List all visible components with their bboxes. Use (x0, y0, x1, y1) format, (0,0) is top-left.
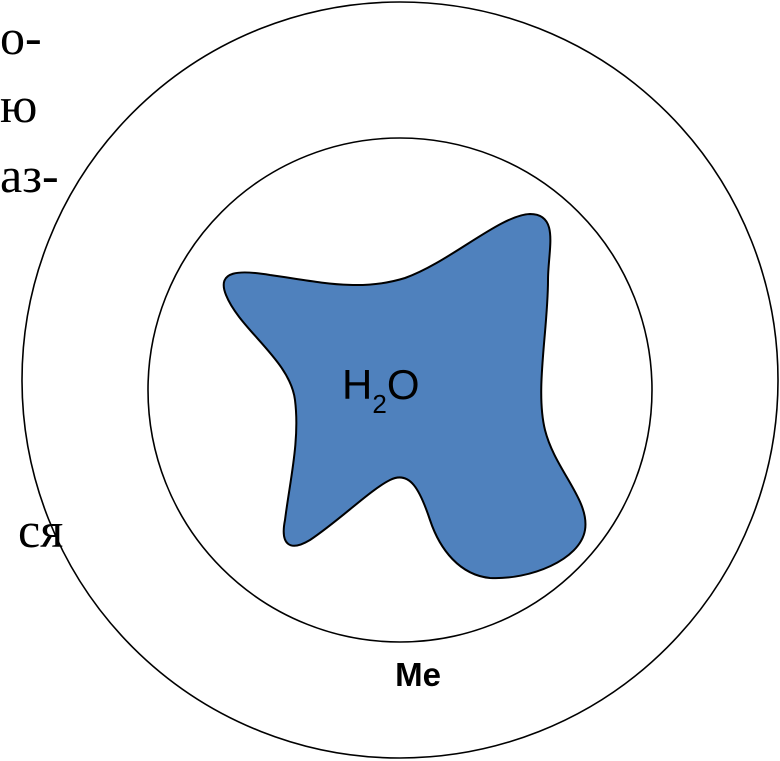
h2o-label-end: O (387, 361, 420, 408)
water-core-blob (222, 212, 587, 580)
me-label: Me (395, 656, 441, 693)
inner-circle (147, 137, 653, 643)
text-fragment-1: о- (0, 9, 42, 65)
h2o-label-main: H (342, 361, 372, 408)
outer-circle (21, 1, 779, 759)
h2o-label-subscript: 2 (372, 389, 386, 419)
text-fragment-4: ся (18, 502, 64, 558)
h2o-label: H2O (342, 361, 419, 419)
text-fragment-2: ю (0, 77, 38, 133)
text-fragment-3: аз- (0, 147, 59, 203)
